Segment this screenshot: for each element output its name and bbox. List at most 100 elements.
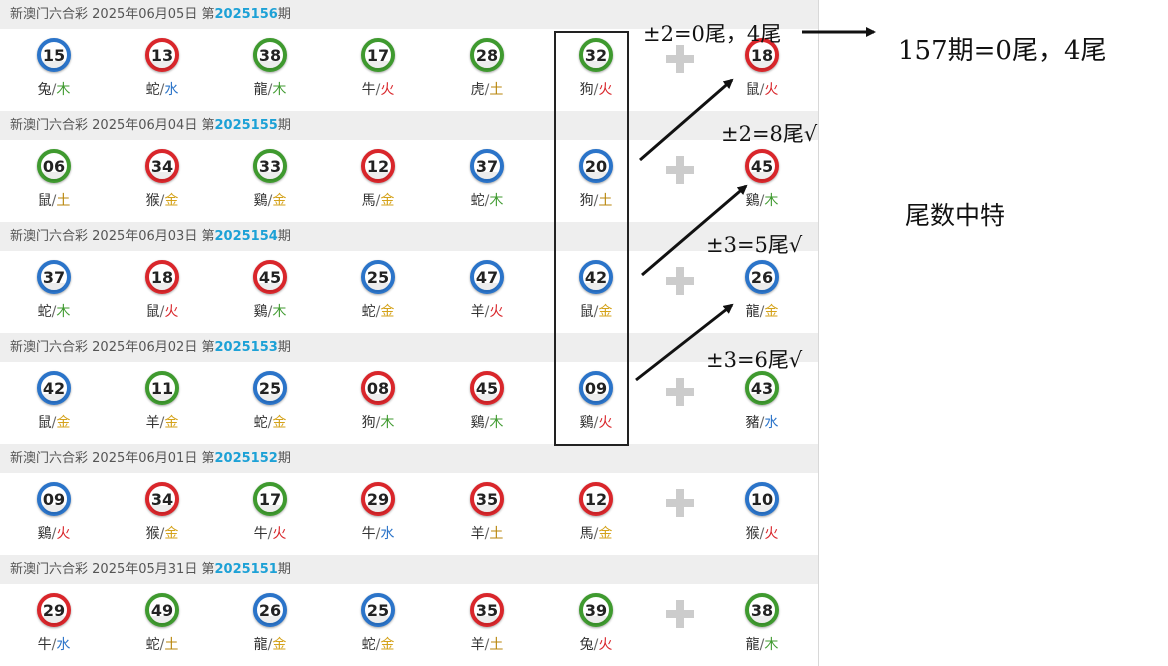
zodiac: 龍 [745,637,760,653]
zodiac: 羊 [470,637,485,653]
ball-number: 38 [258,46,282,65]
zodiac-element-label: 牛/水 [348,523,408,543]
number-ball: 34 [145,149,179,183]
number-ball: 09 [37,482,71,516]
period-suffix: 期 [277,229,291,244]
separator: / [51,637,57,653]
plus-icon [666,45,694,73]
ball-number: 42 [42,379,66,398]
element: 土 [489,82,504,98]
ball-number: 39 [584,601,608,620]
element: 木 [272,304,287,320]
prediction-note: 157期=0尾，4尾 [898,36,1107,66]
number-ball: 35 [470,482,504,516]
special-ball: 43 [745,371,779,405]
ball-number: 28 [475,46,499,65]
lottery-name: 新澳门六合彩 [10,451,89,466]
period-suffix: 期 [277,7,291,22]
special-ball: 10 [745,482,779,516]
separator: / [375,526,381,542]
special-zodiac-element-label: 龍/木 [732,634,792,654]
zodiac-element-label: 蛇/木 [24,301,84,321]
zodiac: 蛇 [37,304,52,320]
separator: / [159,415,165,431]
zodiac: 牛 [361,526,376,542]
zodiac: 猴 [145,526,160,542]
separator: / [375,193,381,209]
zodiac-element-label: 兔/木 [24,79,84,99]
element: 土 [489,637,504,653]
plus-icon [666,600,694,628]
ball-number: 20 [584,157,608,176]
separator: / [593,415,599,431]
lottery-name: 新澳门六合彩 [10,7,89,22]
element: 水 [56,637,71,653]
number-ball: 32 [579,38,613,72]
zodiac-element-label: 馬/金 [566,523,626,543]
period-prefix: 第 [201,7,215,22]
plus-icon [666,267,694,295]
special-zodiac-element-label: 鼠/火 [732,79,792,99]
number-ball: 25 [361,260,395,294]
zodiac-element-label: 蛇/金 [348,634,408,654]
zodiac: 蛇 [145,637,160,653]
draw-date: 2025年06月05日 [92,7,198,22]
separator: / [375,637,381,653]
separator: / [267,526,273,542]
ball-number: 09 [42,490,66,509]
separator: / [593,193,599,209]
period-prefix: 第 [201,451,215,466]
separator: / [593,82,599,98]
period-number: 2025154 [214,229,278,244]
zodiac-element-label: 蛇/金 [240,412,300,432]
zodiac-element-label: 猴/金 [132,190,192,210]
zodiac-element-label: 鷄/火 [566,412,626,432]
separator: / [267,82,273,98]
separator: / [375,415,381,431]
number-ball: 33 [253,149,287,183]
ball-number: 45 [475,379,499,398]
special-zodiac-element-label: 猴/火 [732,523,792,543]
zodiac: 蛇 [145,82,160,98]
ball-number: 17 [258,490,282,509]
ball-number: 13 [150,46,174,65]
separator: / [375,82,381,98]
separator: / [593,637,599,653]
ball-number: 42 [584,268,608,287]
element: 金 [56,415,71,431]
element: 火 [764,82,779,98]
zodiac-element-label: 羊/土 [457,634,517,654]
zodiac-element-label: 羊/金 [132,412,192,432]
period-prefix: 第 [201,229,215,244]
ball-number: 18 [150,268,174,287]
zodiac: 龍 [253,637,268,653]
separator: / [375,304,381,320]
ball-number: 45 [258,268,282,287]
separator: / [484,304,490,320]
plus-icon [666,378,694,406]
ball-number: 26 [750,268,774,287]
zodiac: 鼠 [37,415,52,431]
ball-number: 06 [42,157,66,176]
ball-number: 29 [366,490,390,509]
element: 木 [272,82,287,98]
zodiac-element-label: 龍/金 [240,634,300,654]
element: 金 [598,304,613,320]
zodiac: 馬 [361,193,376,209]
separator: / [159,193,165,209]
draw-date: 2025年05月31日 [92,562,198,577]
element: 火 [598,415,613,431]
zodiac-element-label: 牛/火 [348,79,408,99]
ball-number: 35 [475,601,499,620]
zodiac: 豬 [745,415,760,431]
element: 火 [598,637,613,653]
separator: / [159,526,165,542]
ball-number: 43 [750,379,774,398]
zodiac-element-label: 鷄/金 [240,190,300,210]
annotation-note-1: ±2=0尾，4尾 [643,22,782,46]
ball-number: 12 [366,157,390,176]
ball-number: 25 [258,379,282,398]
ball-number: 35 [475,490,499,509]
lottery-name: 新澳门六合彩 [10,562,89,577]
